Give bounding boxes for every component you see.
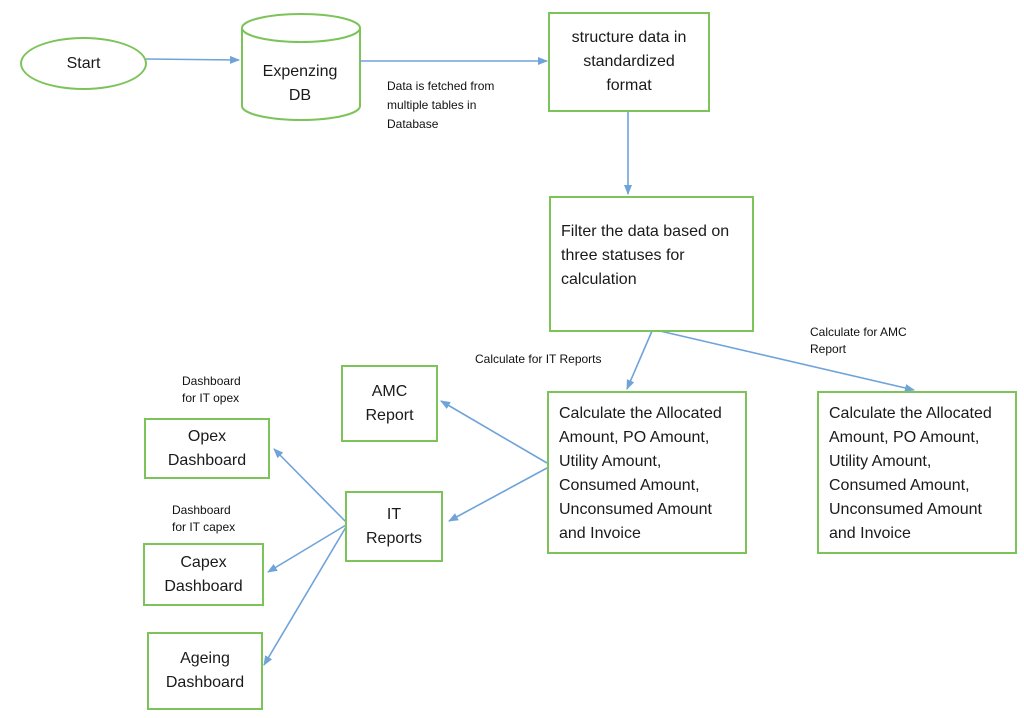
calc-amc-annotation: Calculate for AMC Report [810, 325, 907, 356]
capex-dashboard-node: Capex Dashboard [143, 543, 264, 606]
arrow-start-to-db [145, 55, 240, 64]
arrow-it-reports-to-ageing [263, 526, 347, 666]
amc-report-label: AMC Report [365, 382, 414, 424]
ageing-dashboard-label: Ageing Dashboard [165, 650, 245, 691]
opex-annotation: Dashboard for IT opex [182, 374, 241, 405]
db-label: Expenzing DB [240, 60, 360, 108]
arrow-calc-it-to-it-reports [448, 467, 548, 522]
opex-dashboard-label: Opex Dashboard [167, 427, 247, 469]
db-label-line-1: Expenzing [262, 63, 338, 80]
ageing-dashboard-node: Ageing Dashboard [147, 632, 263, 710]
arrow-filter-to-calc-amc [659, 330, 915, 392]
calculate-amc-node: Calculate the Allocated Amount, PO Amoun… [817, 391, 1017, 554]
calc-it-annotation: Calculate for IT Reports [475, 352, 602, 366]
structure-data-label: structure data in standardized format [571, 29, 687, 94]
it-reports-node: IT Reports [345, 491, 443, 562]
arrow-it-reports-to-capex [267, 524, 347, 573]
arrow-calc-it-to-amc-report [440, 400, 548, 464]
calculate-amc-label: Calculate the Allocated Amount, PO Amoun… [829, 405, 992, 542]
it-reports-label: IT Reports [365, 505, 423, 547]
capex-dashboard-label: Capex Dashboard [164, 553, 243, 595]
start-label: Start [66, 54, 101, 72]
filter-data-node: Filter the data based on three statuses … [549, 196, 754, 332]
arrow-it-reports-to-opex [273, 448, 347, 523]
calculate-it-node: Calculate the Allocated Amount, PO Amoun… [547, 391, 747, 554]
filter-data-label: Filter the data based on three statuses … [561, 223, 730, 288]
fetch-annotation: Data is fetched from multiple tables in … [387, 79, 495, 131]
start-node: Start [20, 37, 147, 90]
capex-annotation: Dashboard for IT capex [172, 503, 236, 534]
calculate-it-label: Calculate the Allocated Amount, PO Amoun… [559, 405, 722, 542]
amc-report-node: AMC Report [341, 365, 438, 442]
arrow-filter-to-calc-it [626, 330, 653, 390]
expenzing-db-cylinder [241, 13, 361, 121]
db-label-line-2: DB [288, 87, 312, 104]
structure-data-node: structure data in standardized format [548, 12, 710, 112]
opex-dashboard-node: Opex Dashboard [144, 418, 270, 479]
